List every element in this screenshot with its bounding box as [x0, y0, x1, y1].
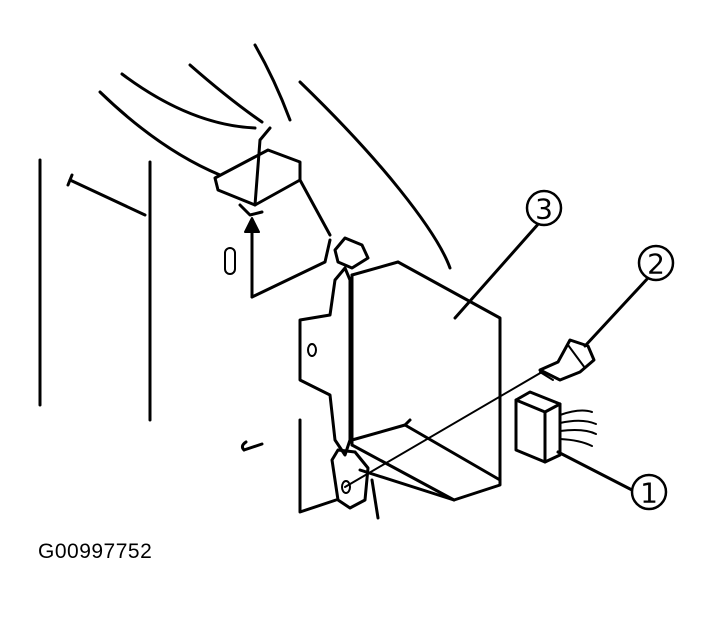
- mounting-plate: [298, 236, 370, 457]
- connector: [514, 390, 597, 464]
- callout-3: 3: [525, 189, 563, 227]
- callout-3-label: 3: [535, 193, 553, 226]
- control-module: [350, 260, 502, 502]
- figure-code: G00997752: [38, 540, 153, 563]
- screw: [538, 338, 596, 382]
- panel-slot: [224, 247, 236, 275]
- screw-guide-line: [344, 371, 543, 488]
- callout-2: 2: [637, 244, 675, 282]
- vehicle-pillar: [38, 158, 152, 422]
- callout-1-label: 1: [640, 477, 658, 510]
- body-panel-curves: [98, 43, 452, 270]
- leader-lines: [453, 220, 650, 492]
- callout-1: 1: [630, 473, 668, 511]
- upper-bracket: [213, 126, 332, 237]
- callout-2-label: 2: [647, 248, 665, 281]
- lower-bracket: [240, 418, 380, 520]
- locator-arrow: [244, 217, 332, 299]
